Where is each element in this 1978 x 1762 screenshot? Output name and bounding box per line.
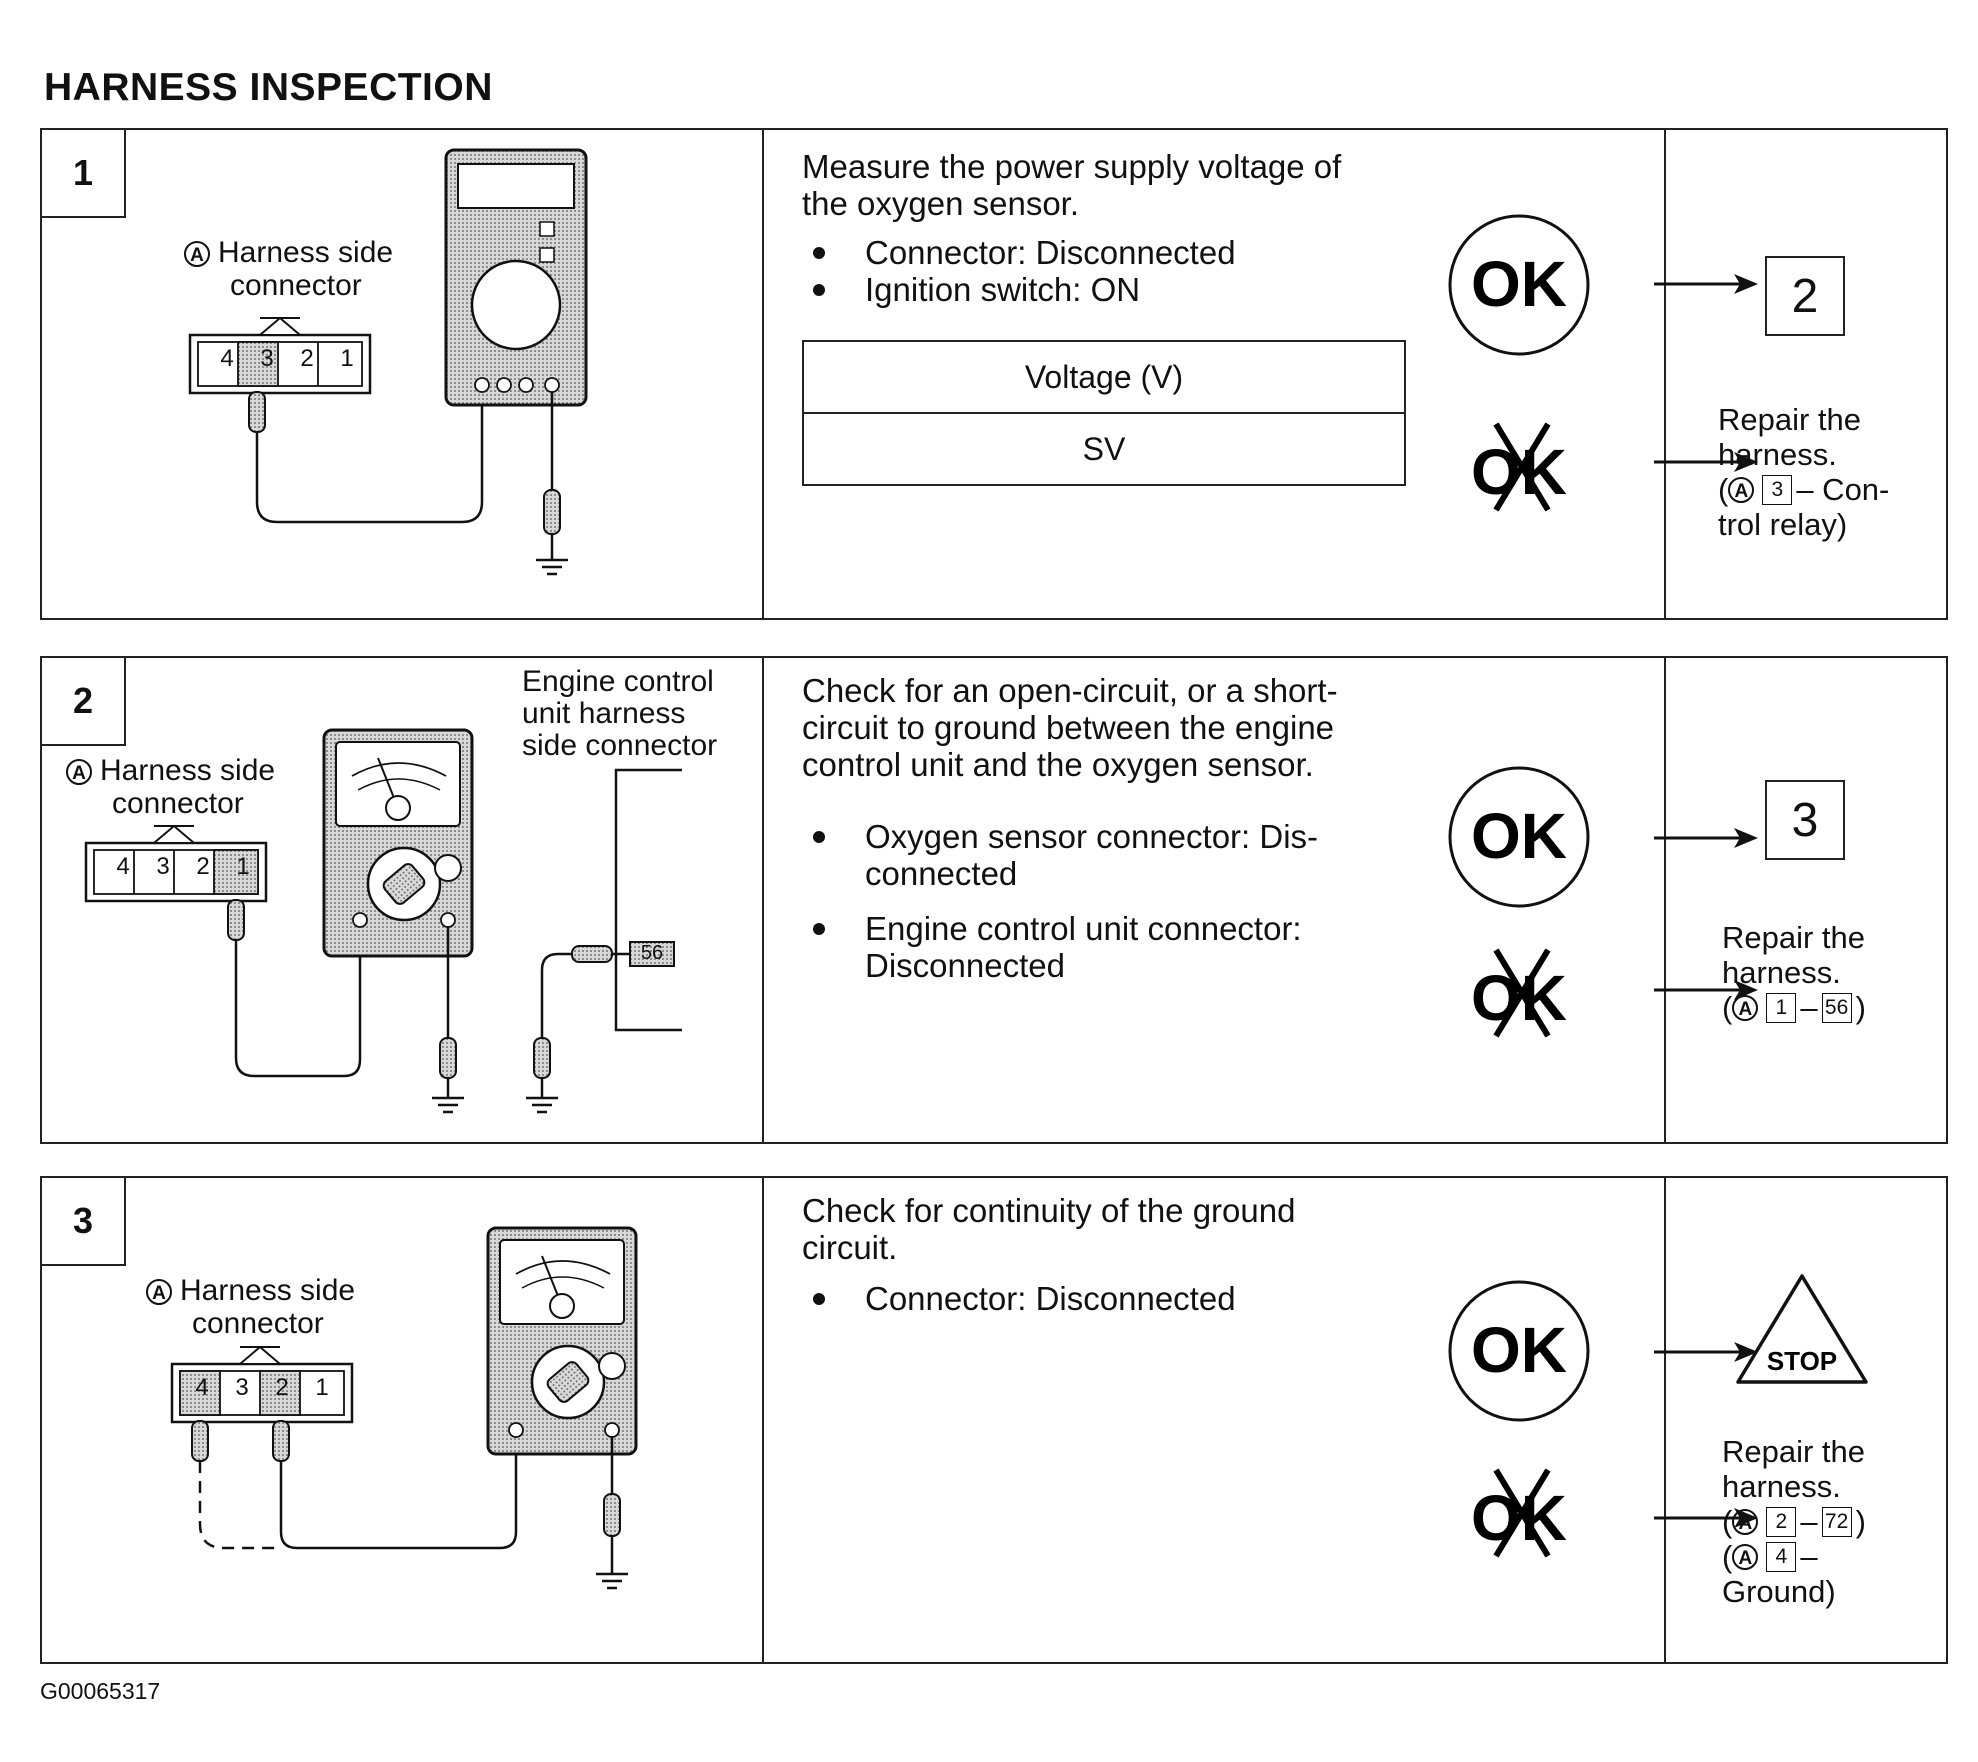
circle-a-icon: A [1732,994,1759,1021]
ok-icon: OK [1448,766,1590,908]
ground-symbol [596,1536,628,1590]
voltmeter-diagram [188,148,588,576]
ohmmeter-diagram [170,1226,638,1590]
goto-step-box: 2 [1765,256,1845,336]
page-title: HARNESS INSPECTION [44,66,493,109]
not-ok-icon: OK [1471,422,1567,512]
list-item: Oxygen sensor connector: Dis- connected [802,818,1318,892]
not-ok-icon: OK [1471,948,1567,1038]
ok-arrow [1654,274,1758,294]
condition-list: Connector: Disconnected Ignition switch:… [802,234,1236,308]
circle-a-icon: A [66,759,92,786]
ecu-connector-label: Engine control unit harness side connect… [522,665,718,762]
step-heading: Check for an open-circuit, or a short-ci… [802,672,1338,783]
connector-pins: 4 3 2 1 [220,345,354,372]
condition-list: Connector: Disconnected [802,1280,1236,1317]
table-header: Voltage (V) [1024,358,1184,395]
connector-pins: 4 3 2 1 [116,853,250,880]
digital-multimeter [444,148,588,407]
step-2-instructions: Check for an open-circuit, or a short-ci… [764,658,1758,1142]
stop-sign-icon: STOP [1736,1274,1868,1384]
list-item: Connector: Disconnected [802,234,1236,271]
circle-a-icon: A [1728,476,1755,503]
svg-text:OK: OK [1471,800,1567,872]
harness-connector [188,316,372,395]
harness-connector [84,824,268,903]
circle-a-icon: A [1732,1508,1759,1535]
ground-symbol [526,1078,558,1114]
harness-connector [170,1345,354,1424]
step-number: 2 [42,658,126,746]
svg-text:OK: OK [1471,248,1567,320]
ground-symbol [432,1078,464,1114]
not-ok-icon: OK [1471,1468,1567,1558]
svg-text:OK: OK [1471,1314,1567,1386]
list-item: Connector: Disconnected [802,1280,1236,1317]
ok-arrow [1654,828,1758,848]
condition-list: Oxygen sensor connector: Dis- connected … [802,800,1318,1002]
circle-a-icon: A [184,241,210,268]
ok-icon: OK [1448,214,1590,356]
circle-a-icon: A [146,1279,172,1306]
circle-a-icon: A [1732,1543,1759,1570]
list-item: Engine control unit connector: Disconnec… [802,910,1318,984]
step-number: 1 [42,130,126,218]
ecu-connector [614,768,682,1032]
ng-arrow [1654,452,1758,472]
ecu-terminal-label: 56 [640,942,664,964]
ok-icon: OK [1448,1280,1590,1422]
list-item: Ignition switch: ON [802,271,1236,308]
connector-pins: 4 3 2 1 [195,1374,329,1401]
goto-step-box: 3 [1765,780,1845,860]
analog-multimeter [322,728,474,958]
voltage-table: Voltage (V) SV [802,340,1406,486]
ok-arrow [1654,1342,1758,1362]
ground-symbol [536,534,568,576]
analog-multimeter [486,1226,638,1456]
svg-text:STOP: STOP [1767,1346,1837,1376]
table-cell: SV [804,412,1404,484]
step-number: 3 [42,1178,126,1266]
document-id: G00065317 [40,1678,161,1704]
ohmmeter-diagram [84,728,682,1114]
